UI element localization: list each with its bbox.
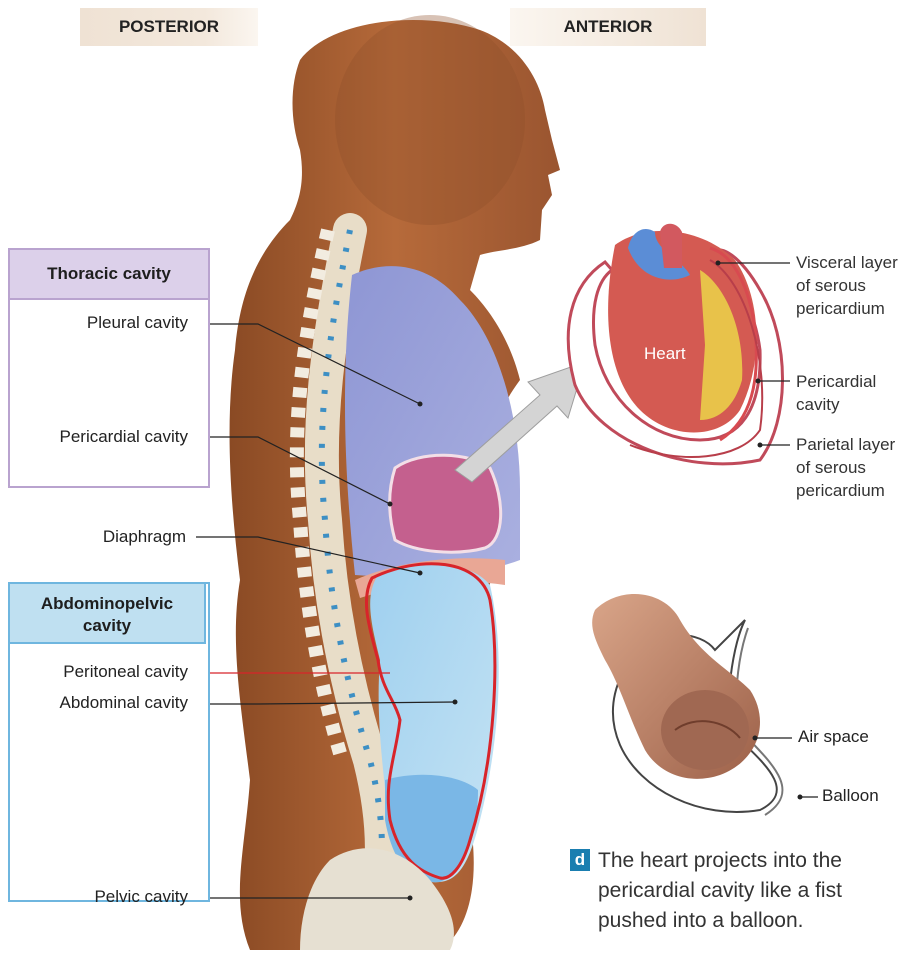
visceral-layer-label: Visceral layer of serous pericardium (796, 251, 898, 320)
heart-label: Heart (644, 344, 686, 364)
peritoneal-cavity-label: Peritoneal cavity (63, 662, 188, 682)
visceral-line1: Visceral layer (796, 251, 898, 274)
abdominopelvic-title-line2: cavity (10, 615, 204, 637)
thoracic-cavity-title: Thoracic cavity (8, 248, 210, 300)
parietal-line1: Parietal layer (796, 433, 895, 456)
caption-letter-badge: d (570, 849, 590, 871)
parietal-line3: pericardium (796, 479, 895, 502)
pericardial-line1: Pericardial (796, 370, 876, 393)
parietal-layer-label: Parietal layer of serous pericardium (796, 433, 895, 502)
pericardial-cavity-detail-label: Pericardial cavity (796, 370, 876, 416)
pericardial-cavity-label: Pericardial cavity (60, 427, 189, 447)
visceral-line3: pericardium (796, 297, 898, 320)
abdominopelvic-title-line1: Abdominopelvic (10, 593, 204, 615)
pericardial-line2: cavity (796, 393, 876, 416)
pleural-cavity-label: Pleural cavity (87, 313, 188, 333)
abdominal-cavity-label: Abdominal cavity (59, 693, 188, 713)
air-space-label: Air space (798, 727, 869, 747)
balloon-label: Balloon (822, 786, 879, 806)
figure-caption: The heart projects into the pericardial … (598, 846, 916, 936)
pelvic-cavity-label: Pelvic cavity (94, 887, 188, 907)
abdominopelvic-cavity-title: Abdominopelvic cavity (8, 582, 206, 644)
balloon-detail-illustration (592, 594, 782, 815)
posterior-label: POSTERIOR (80, 8, 258, 46)
anterior-label: ANTERIOR (510, 8, 706, 46)
visceral-line2: of serous (796, 274, 898, 297)
diaphragm-label: Diaphragm (103, 527, 186, 547)
parietal-line2: of serous (796, 456, 895, 479)
